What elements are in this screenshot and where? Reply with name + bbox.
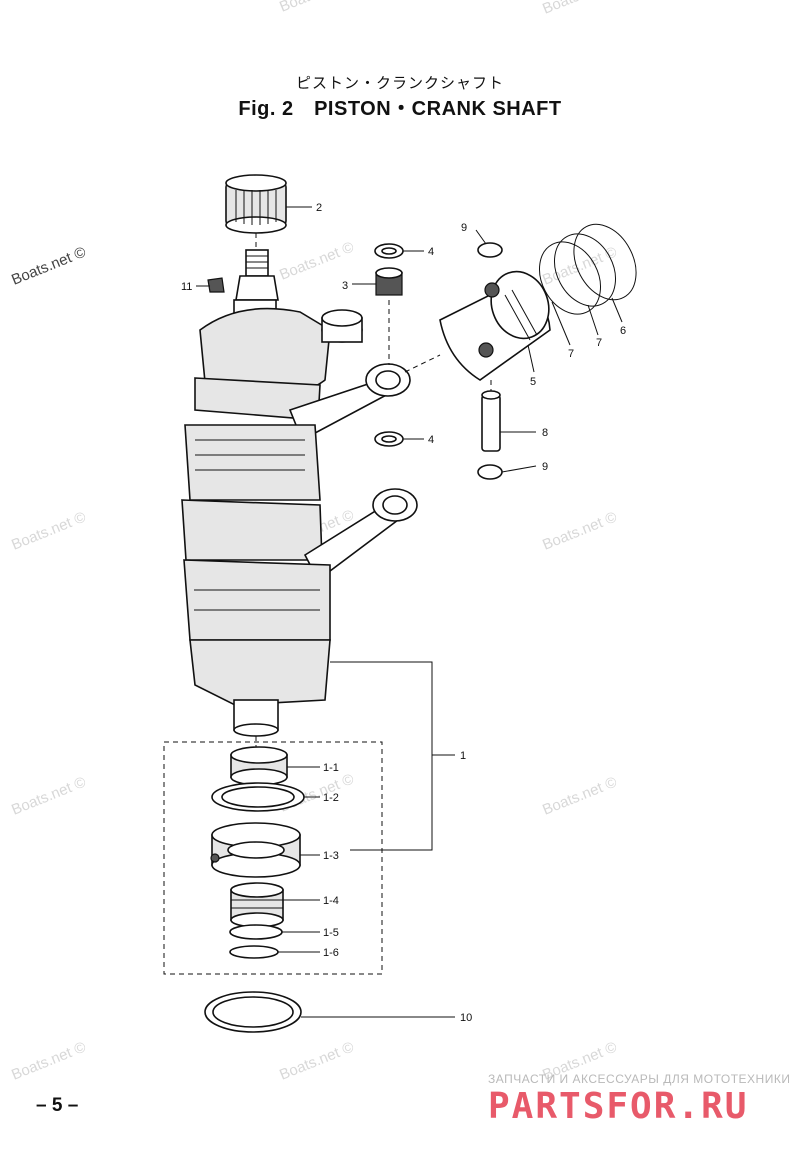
thrust-washer-4-bottom xyxy=(374,431,404,447)
watermark: Boats.net © xyxy=(9,1038,88,1083)
watermark: Boats.net © xyxy=(277,0,356,16)
leader-line xyxy=(330,661,433,851)
callout-8: 8 xyxy=(542,427,548,439)
needle-bearing-3 xyxy=(375,267,403,296)
callout-5: 5 xyxy=(530,376,536,388)
bearing-assembly-box xyxy=(163,741,383,975)
watermark: Boats.net © xyxy=(9,508,88,553)
crankshaft xyxy=(181,249,418,737)
watermark: Boats.net © xyxy=(277,1038,356,1083)
callout-11: 11 xyxy=(181,281,192,293)
piston-pin-clip-9-bottom xyxy=(477,464,503,480)
callout-1: 1 xyxy=(460,750,466,762)
callout-1-4: 1-4 xyxy=(323,895,339,907)
watermark: Boats.net © xyxy=(540,508,619,553)
callout-1-2: 1-2 xyxy=(323,792,339,804)
callout-3: 3 xyxy=(342,280,348,292)
callout-leaders xyxy=(196,206,623,1018)
callout-10: 10 xyxy=(460,1012,472,1024)
piston-5 xyxy=(439,270,551,381)
bearing-assembly xyxy=(210,746,305,959)
watermark: Boats.net © xyxy=(277,238,356,283)
watermark: Boats.net © xyxy=(9,243,88,288)
callout-6: 6 xyxy=(620,325,626,337)
callout-4-top: 4 xyxy=(428,246,434,258)
callout-1-3: 1-3 xyxy=(323,850,339,862)
brand-tagline: ЗАПЧАСТИ И АКСЕССУАРЫ ДЛЯ МОТОТЕХНИКИ xyxy=(488,1072,791,1086)
callout-9-top: 9 xyxy=(461,222,467,234)
piston-rings xyxy=(539,223,637,315)
watermark: Boats.net © xyxy=(9,773,88,818)
callout-7b: 7 xyxy=(596,337,602,349)
watermark: Boats.net © xyxy=(540,243,619,288)
callout-2: 2 xyxy=(316,202,322,214)
washer-10 xyxy=(204,991,302,1033)
woodruff-key-11 xyxy=(207,277,225,293)
watermark: Boats.net © xyxy=(540,0,619,18)
piston-pin-clip-9-top xyxy=(477,242,503,258)
callout-4-bottom: 4 xyxy=(428,434,434,446)
figure-title: Fig. 2 PISTON・CRANK SHAFT xyxy=(238,98,562,120)
thrust-washer-4-top xyxy=(374,243,404,259)
piston-pin-8 xyxy=(481,390,501,452)
callout-7a: 7 xyxy=(568,348,574,360)
watermark: Boats.net © xyxy=(540,773,619,818)
page-number: – 5 – xyxy=(36,1095,79,1116)
needle-bearing-2 xyxy=(225,174,287,234)
subtitle-japanese: ピストン・クランクシャフト xyxy=(295,74,504,92)
callout-1-1: 1-1 xyxy=(323,762,339,774)
leader-line xyxy=(404,354,441,373)
brand-logo: PARTSFOR.RU xyxy=(488,1086,749,1127)
callout-1-6: 1-6 xyxy=(323,947,339,959)
callout-9-bottom: 9 xyxy=(542,461,548,473)
callout-1-5: 1-5 xyxy=(323,927,339,939)
callout-labels: 2 11 3 4 4 9 9 8 5 7 7 6 1 1-1 1-2 1-3 1… xyxy=(181,202,626,1024)
